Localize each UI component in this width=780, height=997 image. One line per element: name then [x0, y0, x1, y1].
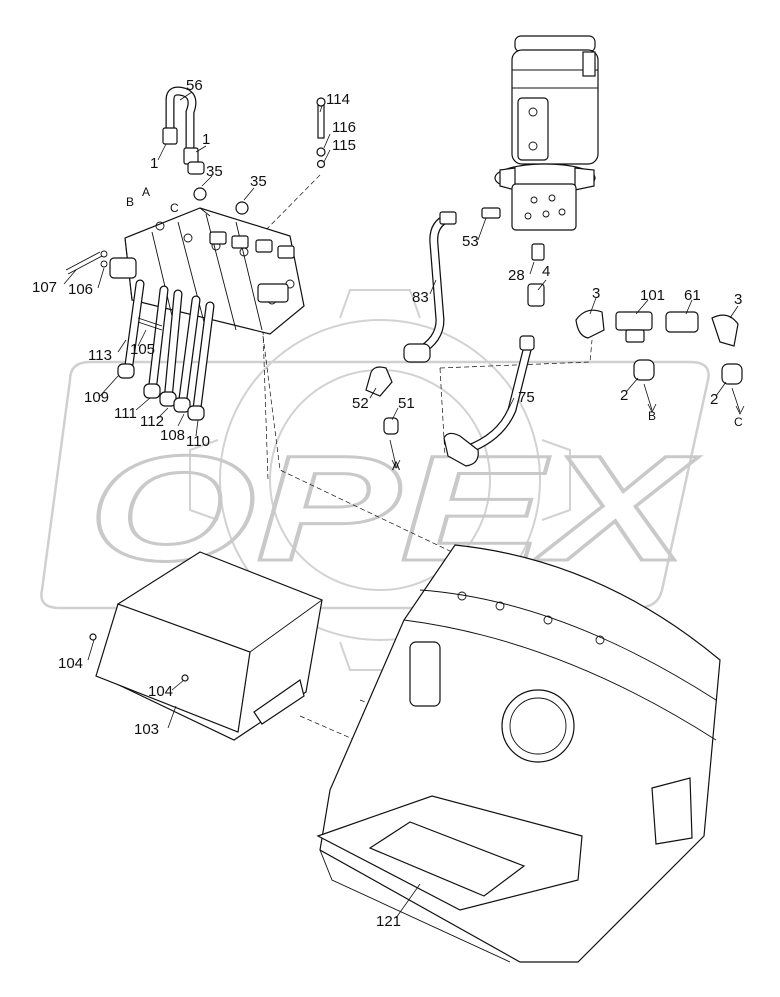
- label-51: 51: [398, 395, 415, 412]
- label-port-a: A: [142, 185, 150, 199]
- label-114: 114: [326, 91, 350, 108]
- label-109: 109: [84, 389, 109, 406]
- label-port-b: B: [126, 195, 134, 209]
- frame-121: [316, 544, 721, 963]
- label-112: 112: [140, 413, 164, 430]
- label-107: 107: [32, 279, 57, 296]
- label-3-right: 3: [734, 291, 742, 308]
- elbow-52: [365, 366, 399, 435]
- label-2-right: 2: [710, 391, 718, 408]
- label-2-left: 2: [620, 387, 628, 404]
- label-port-a-lower: A: [392, 459, 400, 473]
- label-103: 103: [134, 721, 159, 738]
- label-83: 83: [412, 289, 429, 306]
- label-53: 53: [462, 233, 479, 250]
- label-106: 106: [68, 281, 93, 298]
- label-61: 61: [684, 287, 701, 304]
- label-3-left: 3: [592, 285, 600, 302]
- label-105: 105: [130, 341, 155, 358]
- fitting-chain: [575, 309, 743, 385]
- watermark-badge-outline: [40, 360, 710, 610]
- label-110: 110: [186, 433, 210, 450]
- label-113: 113: [88, 347, 112, 364]
- label-108: 108: [160, 427, 185, 444]
- label-port-b-lower: B: [648, 409, 656, 423]
- cover-103: [89, 551, 323, 741]
- label-35-right: 35: [250, 173, 267, 190]
- label-52: 52: [352, 395, 369, 412]
- label-111: 111: [114, 405, 137, 422]
- label-104-left: 104: [58, 655, 83, 672]
- label-116: 116: [332, 119, 356, 136]
- label-1-right: 1: [202, 131, 210, 148]
- label-port-c: C: [170, 201, 179, 215]
- hose-83: [403, 207, 501, 363]
- label-4: 4: [542, 263, 550, 280]
- hydraulic-motor: [494, 35, 599, 231]
- label-101: 101: [640, 287, 665, 304]
- hose-75: [443, 243, 545, 467]
- label-115: 115: [332, 137, 356, 154]
- label-port-c-lower: C: [734, 415, 743, 429]
- pipe-assembly-56: [162, 86, 326, 215]
- label-121: 121: [376, 913, 401, 930]
- label-35-left: 35: [206, 163, 223, 180]
- label-1-left: 1: [150, 155, 158, 172]
- part-labels: 56 1 1 35 35 A B C 114 116 115 107 106 1…: [32, 77, 743, 930]
- label-56: 56: [186, 77, 203, 94]
- label-28: 28: [508, 267, 525, 284]
- label-104-right: 104: [148, 683, 173, 700]
- label-75: 75: [518, 389, 535, 406]
- control-valve-bank: [65, 207, 305, 421]
- leader-lines: [63, 91, 745, 919]
